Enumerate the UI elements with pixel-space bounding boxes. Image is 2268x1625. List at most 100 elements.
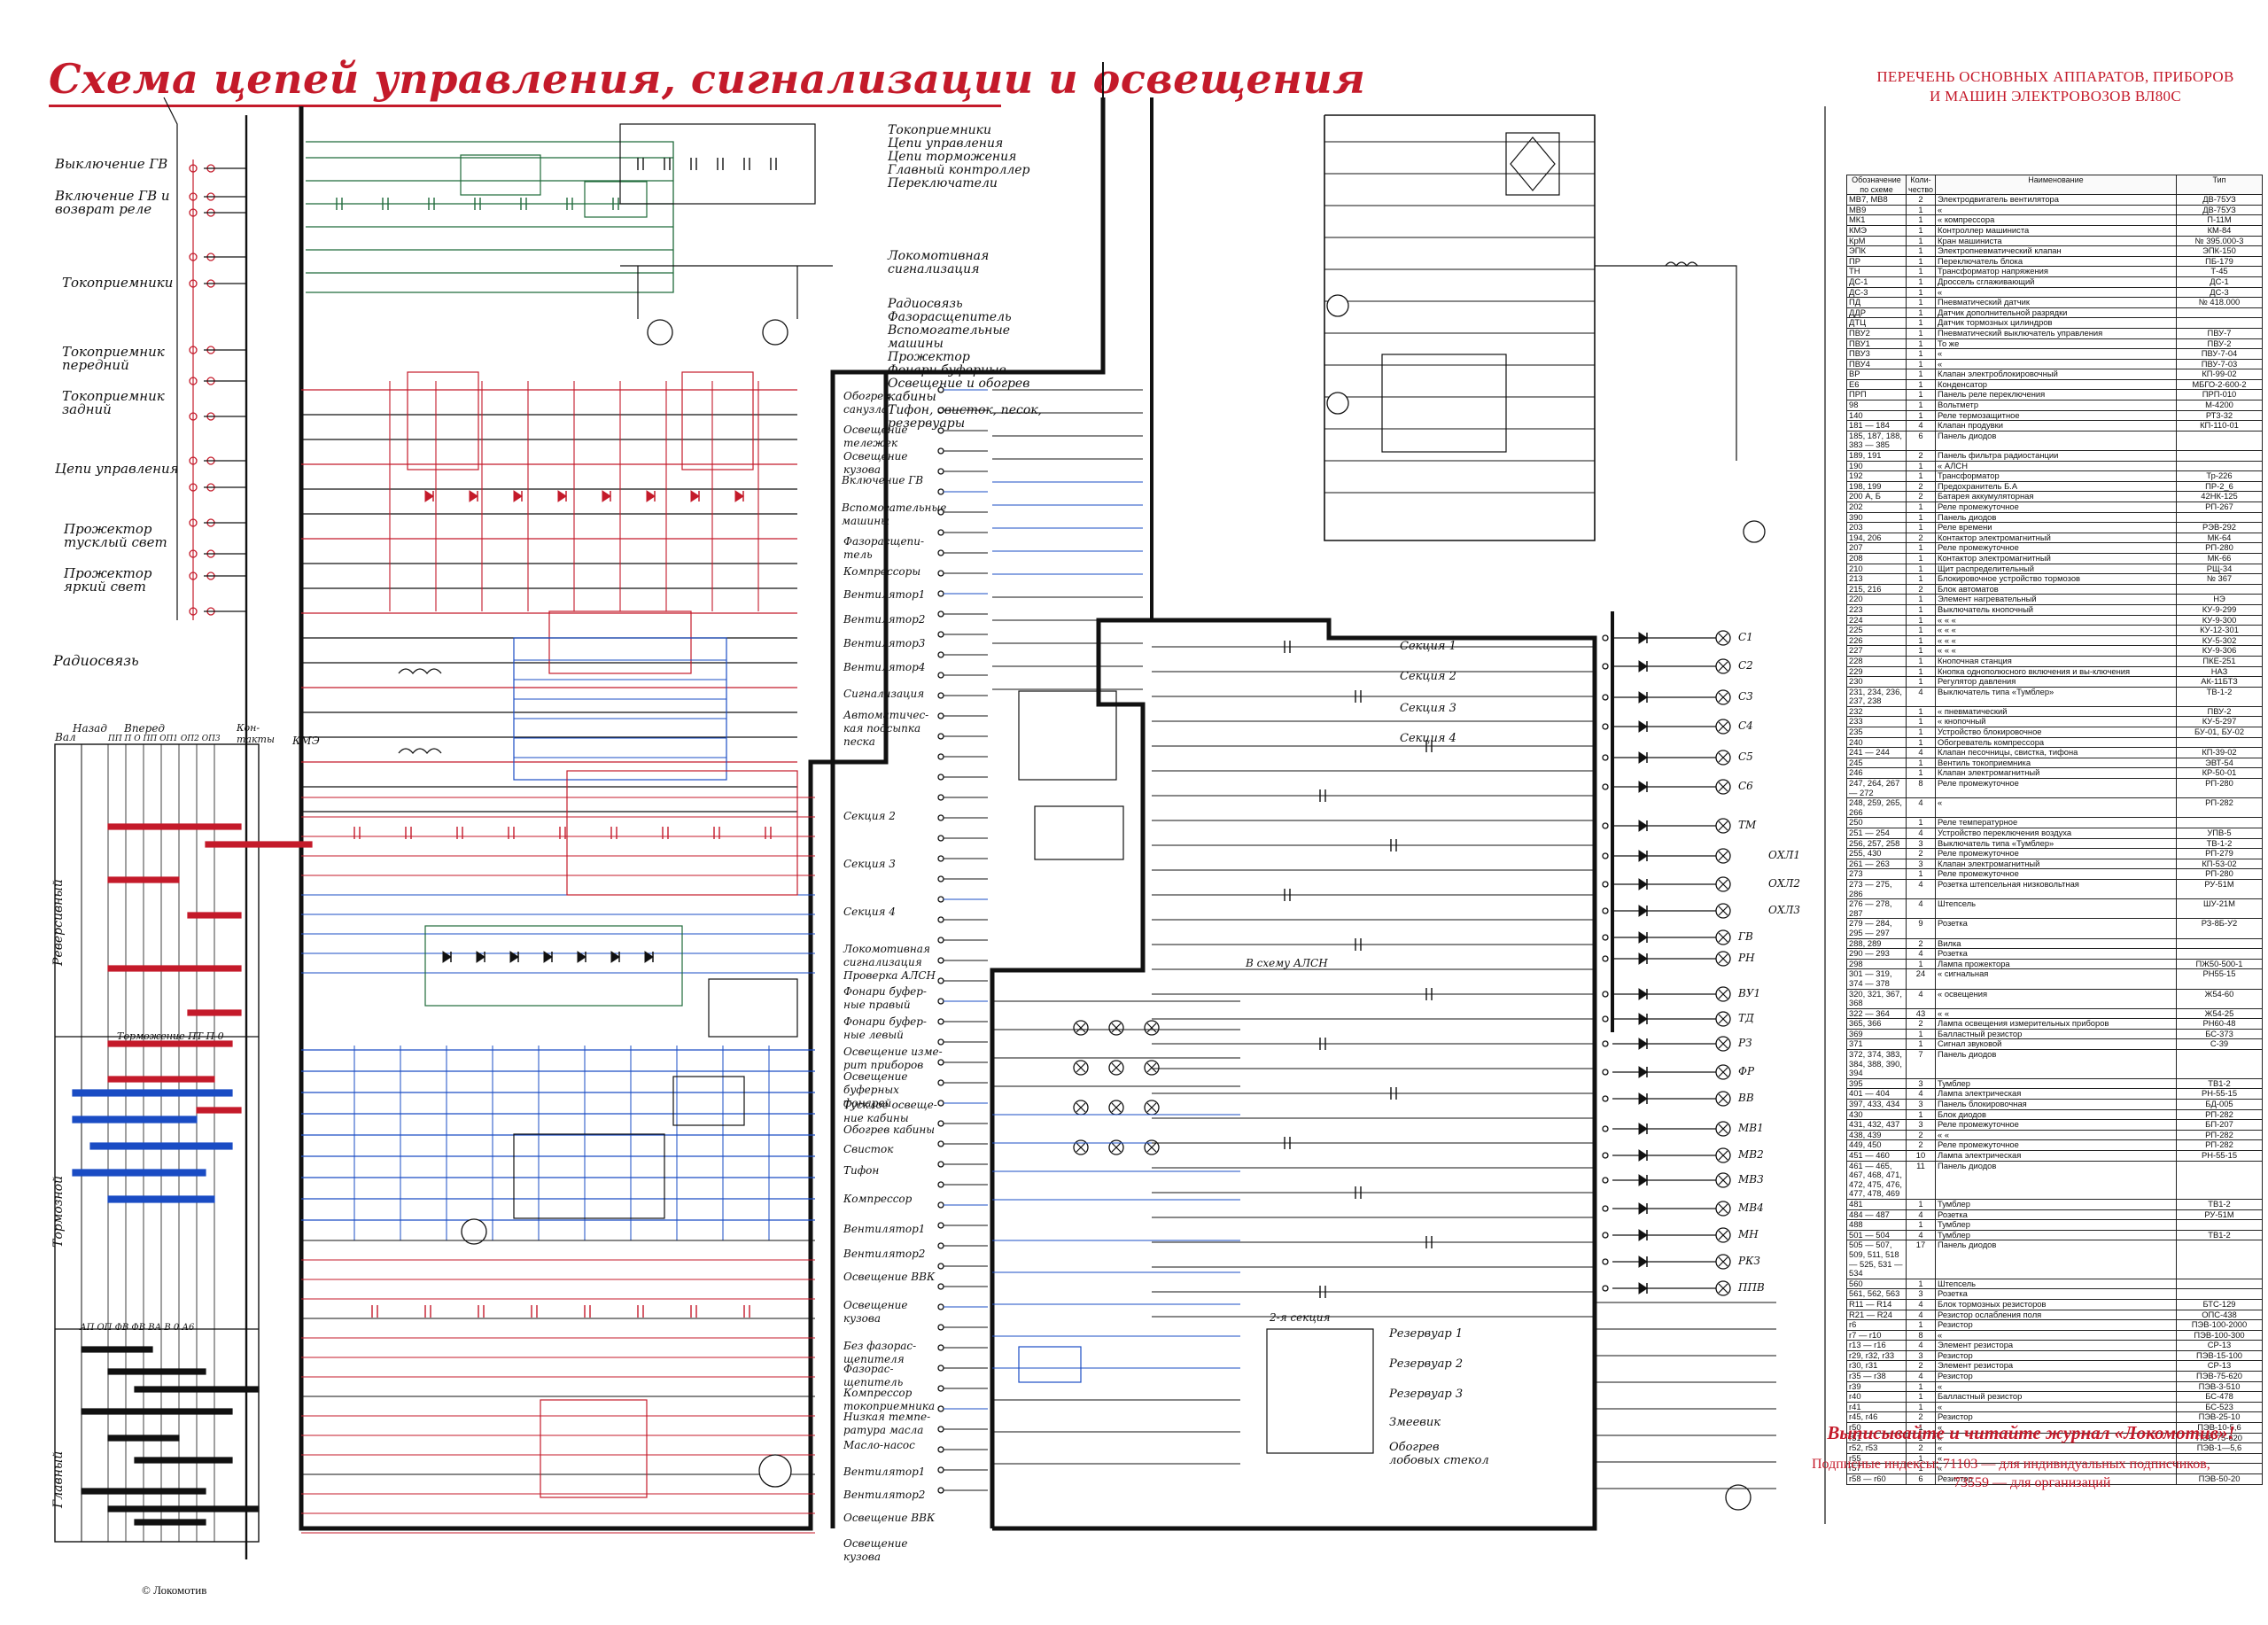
apparatus-cell: РП-282 (2176, 797, 2263, 819)
lamp-label-22: РКЗ (1738, 1255, 1760, 1267)
terminal (1602, 852, 1609, 859)
apparatus-cell (2176, 736, 2263, 749)
apparatus-cell: КП-53-02 (2176, 858, 2263, 870)
terminal (1602, 1232, 1609, 1239)
apparatus-cell: РЩ-34 (2176, 563, 2263, 575)
index-line-1: Подписные индексы: 71103 — для индивидуа… (1812, 1457, 2210, 1472)
diode-icon (1638, 1013, 1648, 1025)
circuit-label-6: Компрессоры (843, 565, 921, 578)
apparatus-cell: РП-280 (2176, 542, 2263, 554)
apparatus-cell: № 367 (2176, 573, 2263, 585)
diode-icon (690, 490, 700, 502)
diode-icon (1638, 1149, 1648, 1162)
diode-icon (1638, 781, 1648, 793)
mid-label-0: Токоприемники Цепи управления Цепи тормо… (888, 123, 1030, 190)
apparatus-cell: 1 (1906, 573, 1936, 585)
apparatus-cell (2176, 817, 2263, 828)
apparatus-cell: Ж54-60 (2176, 988, 2263, 1009)
diode-icon (476, 951, 485, 963)
bridge-icon (1510, 136, 1556, 191)
terminal (937, 1242, 944, 1249)
lamp-label-0: С1 (1738, 631, 1753, 643)
lamp-label-19: МВ3 (1738, 1173, 1764, 1186)
apparatus-cell: 200 А, Б (1846, 491, 1907, 502)
kmz-bar (107, 1505, 260, 1512)
terminal (937, 1283, 944, 1290)
diode-icon (1638, 1202, 1648, 1215)
terminal (937, 1426, 944, 1433)
section-box (1266, 1328, 1374, 1454)
lamp-icon (1718, 781, 1728, 792)
motor-icon (758, 1454, 792, 1488)
lamp-label-5: С6 (1738, 780, 1753, 792)
terminal (1602, 783, 1609, 790)
diode-icon (1638, 820, 1648, 832)
apparatus-cell: КУ-5-297 (2176, 716, 2263, 728)
circuit-label-39: Освещение кузова (843, 1537, 908, 1563)
apparatus-cell: Батарея аккумуляторная (1935, 491, 2177, 502)
right-label-1: Секция 2 (1400, 670, 1456, 683)
apparatus-cell (2176, 460, 2263, 472)
apparatus-cell: 3 (1906, 837, 1936, 850)
diode-icon (1638, 850, 1648, 862)
circuit-label-0: Обогрев санузла (843, 390, 890, 416)
terminal (937, 509, 944, 516)
terminal (1602, 723, 1609, 730)
lamp-icon (1718, 1150, 1728, 1161)
terminal (937, 957, 944, 964)
diode-icon (543, 951, 553, 963)
apparatus-cell: 320, 321, 367, 368 (1846, 988, 1907, 1009)
apparatus-cell: П-11М (2176, 214, 2263, 226)
apparatus-cell: КП-39-02 (2176, 747, 2263, 758)
component-box (1381, 354, 1507, 453)
circuit-label-30: Освещение кузова (843, 1299, 908, 1325)
apparatus-cell: 461 — 465, 467, 468, 471, 472, 475, 476,… (1846, 1160, 1907, 1200)
apparatus-header-0: Обозначение по схеме (1846, 174, 1907, 196)
apparatus-cell: КУ-5-302 (2176, 634, 2263, 647)
apparatus-cell: 1 (1906, 705, 1936, 718)
apparatus-cell: ПР-2_6 (2176, 480, 2263, 493)
lamp-icon (1718, 1093, 1728, 1104)
terminal (937, 1446, 944, 1453)
apparatus-cell: 279 — 284, 295 — 297 (1846, 918, 1907, 939)
terminal (1602, 1177, 1609, 1184)
lamp-icon (1718, 820, 1728, 831)
terminal (1602, 694, 1609, 701)
lamp-icon (1076, 1102, 1086, 1113)
apparatus-cell: 227 (1846, 645, 1907, 657)
circuit-label-15: Секция 4 (843, 906, 896, 918)
subscription-indexes: Подписные индексы: 71103 — для индивидуа… (1812, 1455, 2264, 1492)
kmz-bar (107, 1195, 215, 1203)
panel-frame (1324, 114, 1596, 541)
lamp-icon (1718, 633, 1728, 643)
kmz-col-fwd: Вперед (124, 722, 166, 735)
apparatus-cell: « сигнальная (1935, 968, 2177, 990)
left-label-5: Цепи управления (55, 461, 179, 477)
coil-icon (398, 668, 442, 675)
spec-heading-line-2: И МАШИН ЭЛЕКТРОВОЗОВ ВЛ80С (1930, 88, 2181, 105)
lamp-icon (1718, 661, 1728, 672)
lamp-icon (1718, 721, 1728, 732)
apparatus-cell: 248, 259, 265, 266 (1846, 797, 1907, 819)
terminal (1602, 1205, 1609, 1212)
apparatus-cell (2176, 511, 2263, 524)
